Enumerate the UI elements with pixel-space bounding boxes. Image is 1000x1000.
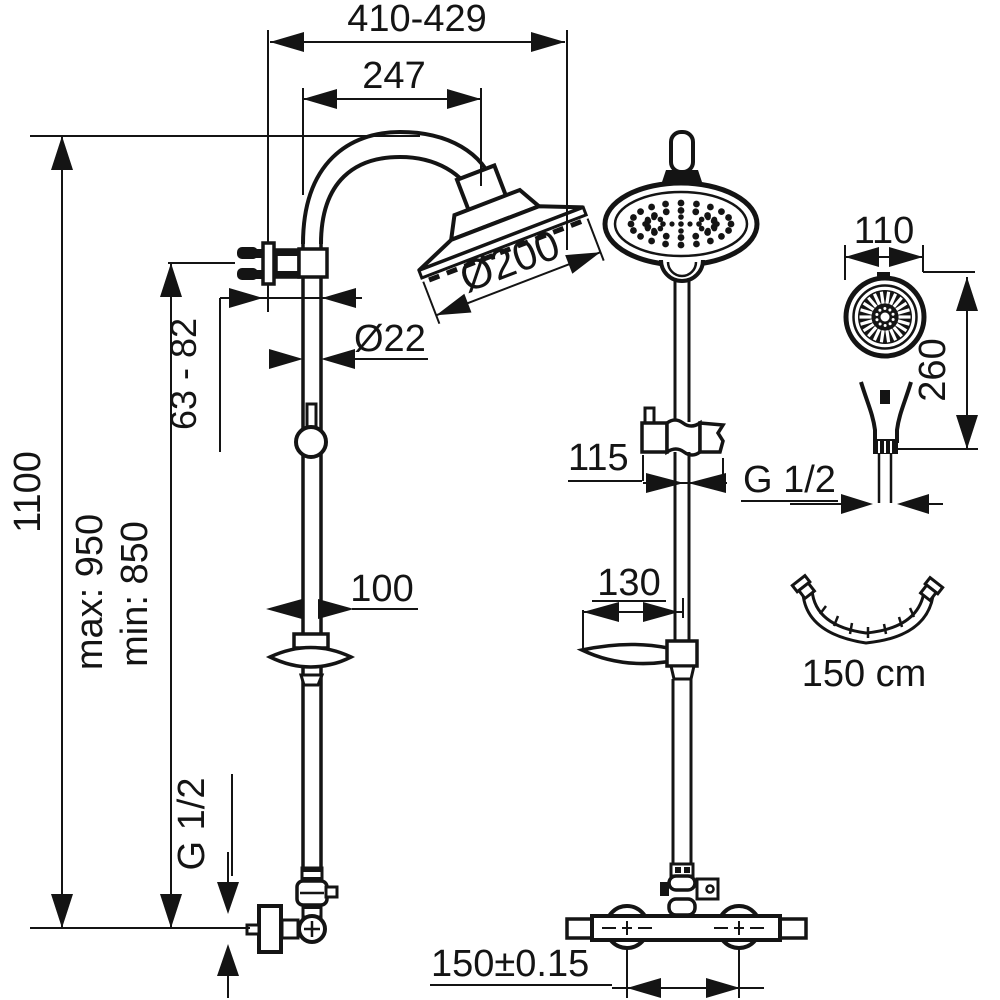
wall-bracket [237,241,329,286]
holder-length-label: 115 [568,437,629,479]
dimension-pipe-diameter: Ø22 [269,318,428,369]
dimension-inlet-thread: G 1/2 [171,774,239,998]
handshower-holder [640,406,726,457]
hose-outer-curve [801,593,935,645]
hose-thread-label: G 1/2 [743,459,836,501]
dimension-total-height: 1100 [7,135,420,929]
head-stem [669,130,695,174]
max-height-label: max: 950 [69,514,111,670]
handshower-length-label: 260 [912,338,954,401]
total-height-label: 1100 [7,451,49,533]
head-face-plate [417,205,589,280]
dimension-front-dish: 130 [582,562,684,650]
side-dish-label: 100 [350,568,413,610]
min-height-label: min: 850 [114,521,156,667]
dimension-holder-length: 115 [568,437,727,493]
handshower-spray-face [858,290,912,344]
head-lower-joint [659,259,705,283]
gooseneck-arm-outer [301,129,496,245]
handshower-width-label: 110 [854,210,915,252]
front-view-shower-column [565,130,808,950]
head-lower-nut [666,261,698,278]
side-view-shower-column: Ø200 [237,129,605,954]
dimension-arm-projection: 247 [302,55,482,195]
soap-dish-front [576,639,699,681]
arm-projection-label: 247 [362,55,425,97]
overhead-head-nozzle-dots [627,199,735,249]
overhead-shower-head-tilted: Ø200 [417,162,605,325]
diverter-knob [294,402,328,459]
hose-segments [819,605,916,638]
dimension-max-min-height: max: 950 min: 850 [69,262,235,928]
overhead-head-rim [613,190,749,258]
wall-offset-label: 63 - 82 [163,318,204,430]
pipe-diameter-label: Ø22 [354,318,426,360]
dimension-hose-thread: G 1/2 [741,459,943,514]
dimension-wall-offset: 63 - 82 [163,288,362,452]
top-width-label: 410-429 [347,0,486,40]
shower-hose: 150 cm [790,573,945,695]
hose-end-nut-right [918,575,945,603]
head-nozzles [428,219,583,283]
hose-length-label: 150 cm [802,653,927,695]
handshower-head-rim [852,284,918,350]
centerline-marks [602,921,764,935]
mixer-assembly [565,862,808,950]
dimension-handshower-width: 110 [844,210,975,280]
soap-dish-side [265,632,355,687]
handshower-neck-nub [880,390,890,404]
gooseneck-arm-inner [319,154,476,245]
inlet-thread-label: G 1/2 [171,778,213,871]
dimension-connection-spacing: 150±0.15 [430,943,764,998]
dimension-handshower-length: 260 [893,277,978,450]
dimension-side-dish: 100 [266,568,418,619]
front-dish-label: 130 [597,562,660,604]
bottom-valve-assembly [245,866,339,954]
hose-inner-curve [810,589,926,635]
hand-shower [843,272,927,503]
hose-connector-ribs [878,441,892,453]
hose-end-nut-left [790,573,817,601]
connection-spacing-label: 150±0.15 [431,943,589,985]
